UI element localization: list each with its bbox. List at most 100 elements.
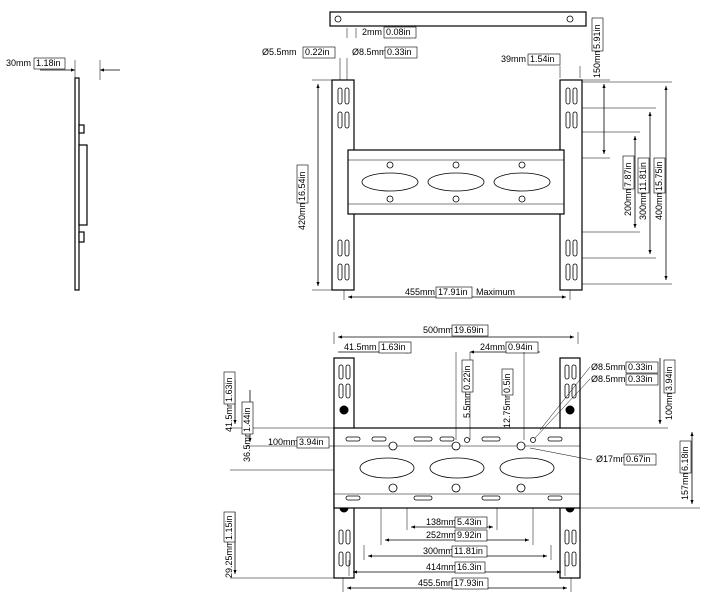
hole-callouts-top: Ø5.5mm 0.22in Ø8.5mm 0.33in xyxy=(262,46,418,80)
svg-text:Ø8.5mm: Ø8.5mm xyxy=(352,47,387,57)
overall-width-dimension: 500mm 19.69in xyxy=(423,324,489,337)
top-offset-dimension: 150mm 5.91in xyxy=(591,17,604,78)
vesa-400-dimension: 400mm 15.75in xyxy=(653,157,666,220)
svg-text:0.5in: 0.5in xyxy=(502,373,512,393)
svg-text:17.93in: 17.93in xyxy=(454,578,484,588)
right-100-dimension: 100mm 3.94in xyxy=(663,359,676,420)
hole-callouts-bottom: Ø8.5mm 0.33in Ø8.5mm 0.33in xyxy=(534,361,659,439)
svg-text:0.33in: 0.33in xyxy=(387,47,412,57)
svg-text:1.54in: 1.54in xyxy=(530,54,555,64)
side-depth-dimension: 30mm 1.18in xyxy=(6,57,66,70)
svg-text:0.33in: 0.33in xyxy=(628,362,653,372)
plate-slots xyxy=(345,436,563,501)
svg-text:100mm: 100mm xyxy=(664,390,674,420)
svg-text:Ø8.5mm: Ø8.5mm xyxy=(591,362,626,372)
vesa-200-dimension: 200mm 7.87in xyxy=(622,155,635,216)
top-rail xyxy=(329,11,587,27)
svg-text:39mm: 39mm xyxy=(501,54,526,64)
svg-text:5.91in: 5.91in xyxy=(592,24,602,49)
upright-width-dimension: 39mm 1.54in xyxy=(501,53,581,78)
depth-label: 30mm xyxy=(6,58,31,68)
svg-text:157mm: 157mm xyxy=(680,470,690,500)
svg-text:455.5mm: 455.5mm xyxy=(418,578,456,588)
svg-text:1.63in: 1.63in xyxy=(224,377,234,402)
svg-text:400mm: 400mm xyxy=(654,190,664,220)
svg-text:500mm: 500mm xyxy=(423,325,453,335)
svg-text:150mm: 150mm xyxy=(592,48,602,78)
width-252-dimension: 252mm 9.92in xyxy=(426,529,488,542)
svg-text:17.91in: 17.91in xyxy=(438,287,468,297)
height-dimension: 420mm 16.54in xyxy=(296,164,309,230)
svg-text:455mm: 455mm xyxy=(405,287,435,297)
svg-text:0.22in: 0.22in xyxy=(462,365,472,390)
svg-text:5.5mm: 5.5mm xyxy=(462,390,472,418)
svg-text:0.94in: 0.94in xyxy=(508,342,533,352)
max-width-dimension: 455mm 17.91in Maximum xyxy=(405,286,515,299)
svg-text:3.94in: 3.94in xyxy=(299,437,324,447)
svg-text:414mm: 414mm xyxy=(426,562,456,572)
svg-text:19.69in: 19.69in xyxy=(454,325,484,335)
width-414-dimension: 414mm 16.3in xyxy=(426,561,486,574)
svg-text:300mm: 300mm xyxy=(423,546,453,556)
big-hole-callout: Ø17mm 0.67in xyxy=(529,447,657,466)
right-157-dimension: 157mm 6.18in xyxy=(679,440,692,500)
svg-text:420mm: 420mm xyxy=(297,200,307,230)
svg-text:41.5mm: 41.5mm xyxy=(344,342,377,352)
width-455-dimension: 455.5mm 17.93in xyxy=(418,577,489,590)
slot-a-dimension: 5.5mm 0.22in xyxy=(461,359,474,418)
svg-text:7.87in: 7.87in xyxy=(623,162,633,187)
bottom-view: 500mm 19.69in 41.5mm 1.63in 24mm 0.94in xyxy=(223,324,700,592)
svg-text:11.81in: 11.81in xyxy=(454,546,483,556)
svg-text:9.92in: 9.92in xyxy=(457,530,482,540)
left-inset-dimension: 41.5mm 1.63in xyxy=(344,341,412,354)
width-138-dimension: 138mm 5.43in xyxy=(426,516,488,529)
upright-slots-top xyxy=(337,87,578,281)
depth-label-in: 1.18in xyxy=(36,58,61,68)
bottom-upright-slots xyxy=(338,364,577,567)
svg-text:252mm: 252mm xyxy=(426,530,456,540)
svg-text:0.22in: 0.22in xyxy=(305,47,330,57)
slot-b-dimension: 12.75mm 0.5in xyxy=(501,368,514,428)
svg-text:Ø8.5mm: Ø8.5mm xyxy=(591,374,626,384)
svg-text:0.33in: 0.33in xyxy=(628,374,653,384)
svg-text:2mm: 2mm xyxy=(362,27,382,37)
svg-text:12.75mm: 12.75mm xyxy=(502,390,512,428)
side-tab-upper xyxy=(78,124,85,134)
svg-text:16.54in: 16.54in xyxy=(297,171,307,201)
side-view: 30mm 1.18in xyxy=(6,57,120,291)
svg-text:0.67in: 0.67in xyxy=(626,454,651,464)
svg-text:1.44in: 1.44in xyxy=(242,407,252,432)
right-inset-dimension: 24mm 0.94in xyxy=(480,341,539,354)
top-view: 2mm 0.08in Ø5.5mm 0.22in Ø8.5mm 0.33in 3… xyxy=(262,11,672,300)
svg-text:3.94in: 3.94in xyxy=(664,366,674,391)
rail-offset-dimension: 2mm 0.08in xyxy=(362,26,417,39)
left-100-dimension: 100mm 3.94in xyxy=(268,436,330,449)
svg-text:0.08in: 0.08in xyxy=(386,27,411,37)
left-36-dimension: 36.5mm 1.44in xyxy=(241,401,254,462)
svg-text:5.43in: 5.43in xyxy=(457,517,482,527)
left-29-dimension: 29.25mm 1.15in xyxy=(223,511,236,578)
svg-text:11.81in: 11.81in xyxy=(638,162,648,191)
side-bracket xyxy=(78,144,88,226)
left-41-dimension: 41.5mm 1.63in xyxy=(223,371,236,432)
svg-text:Ø5.5mm: Ø5.5mm xyxy=(262,47,297,57)
svg-text:15.75in: 15.75in xyxy=(654,161,664,191)
vesa-300-dimension: 300mm 11.81in xyxy=(637,157,650,220)
side-tab-lower xyxy=(78,231,85,243)
svg-text:100mm: 100mm xyxy=(268,437,298,447)
svg-text:300mm: 300mm xyxy=(638,190,648,220)
svg-text:1.63in: 1.63in xyxy=(381,342,406,352)
svg-text:24mm: 24mm xyxy=(480,342,505,352)
svg-text:138mm: 138mm xyxy=(426,517,456,527)
svg-text:16.3in: 16.3in xyxy=(457,562,482,572)
svg-text:Maximum: Maximum xyxy=(476,287,515,297)
svg-text:29.25mm: 29.25mm xyxy=(224,540,234,578)
svg-text:1.15in: 1.15in xyxy=(224,515,234,540)
svg-text:36.5mm: 36.5mm xyxy=(242,429,252,462)
svg-text:200mm: 200mm xyxy=(623,186,633,216)
svg-text:6.18in: 6.18in xyxy=(680,446,690,471)
svg-text:41.5mm: 41.5mm xyxy=(224,399,234,432)
svg-text:Ø17mm: Ø17mm xyxy=(596,454,628,464)
width-300-dimension: 300mm 11.81in xyxy=(423,545,488,558)
